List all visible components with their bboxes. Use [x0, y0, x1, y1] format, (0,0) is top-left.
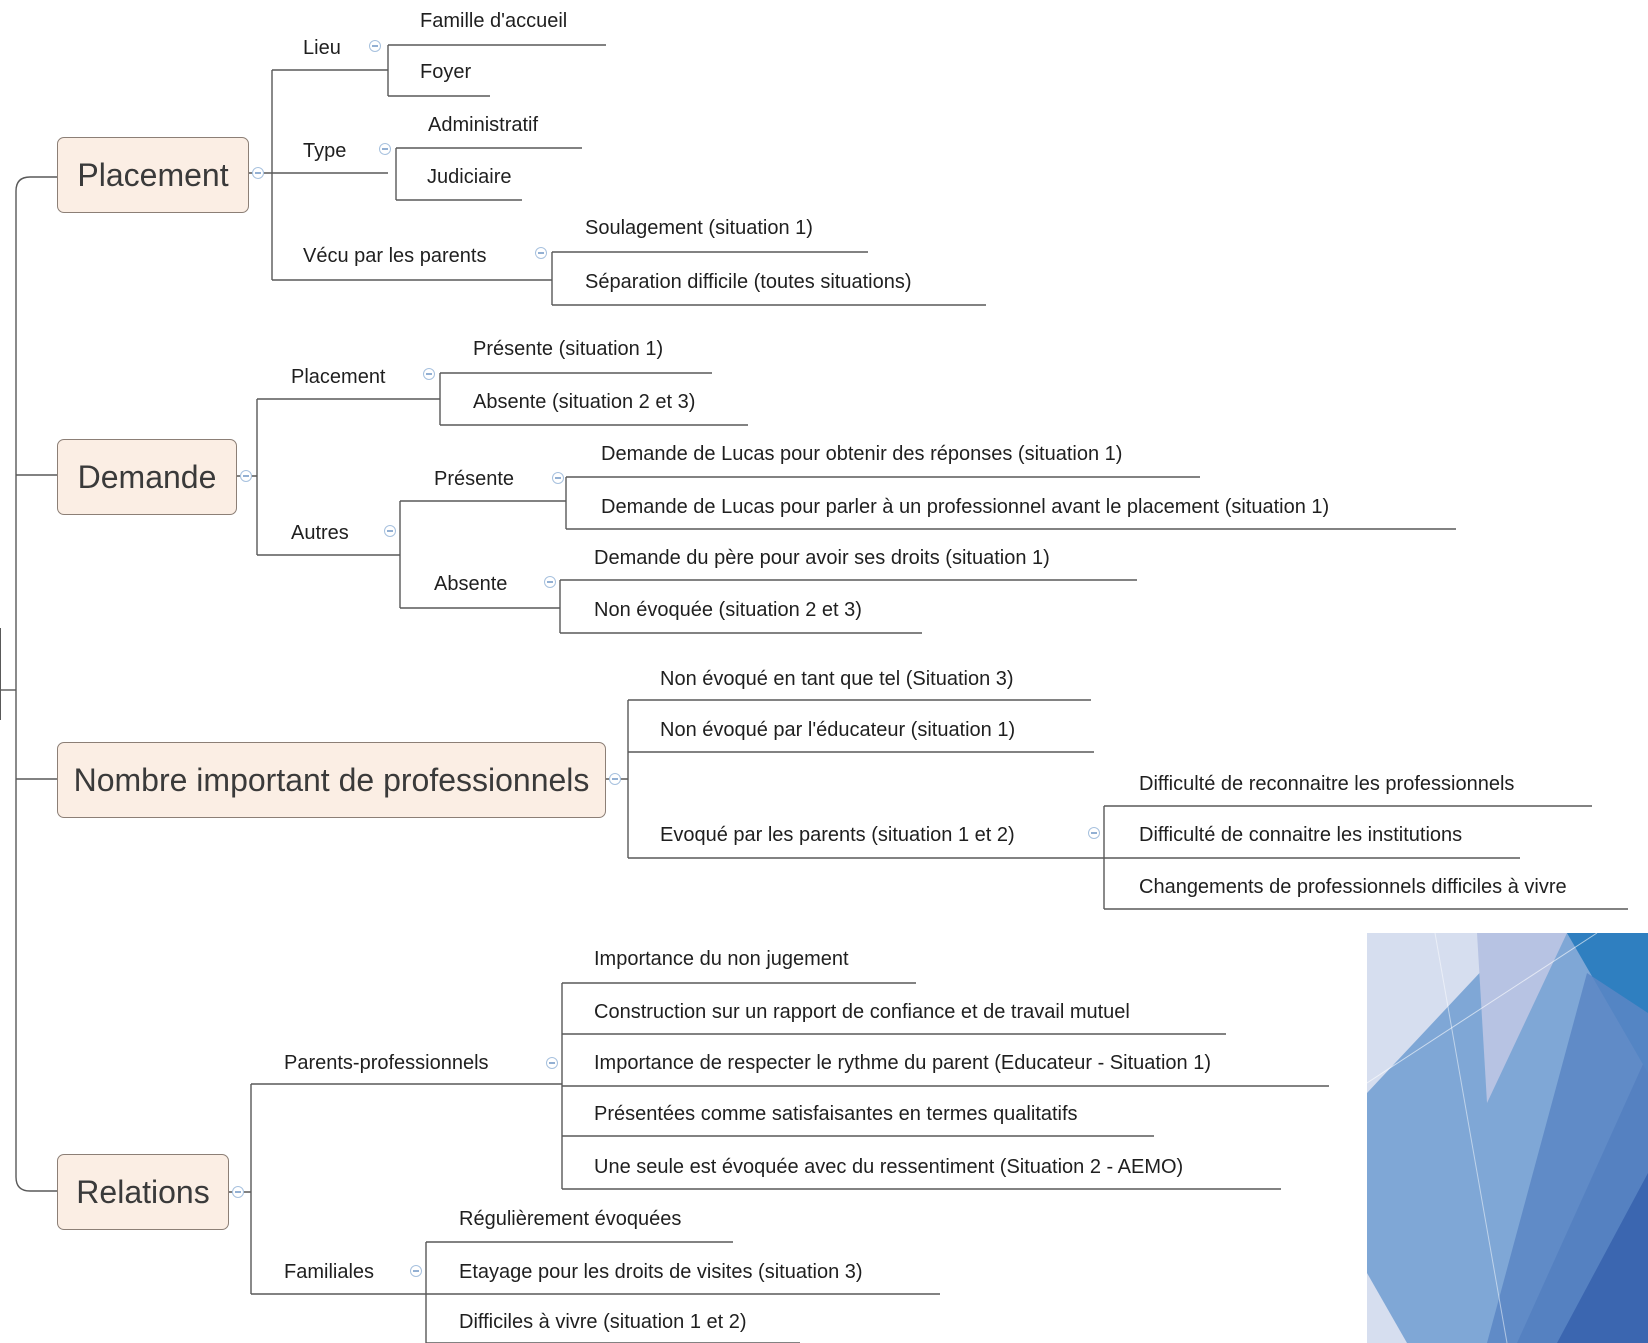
- collapse-toggle-icon[interactable]: [552, 472, 564, 484]
- collapse-toggle-icon[interactable]: [240, 470, 252, 482]
- collapse-toggle-icon[interactable]: [609, 773, 621, 785]
- node-lieu[interactable]: Lieu: [303, 37, 341, 59]
- node-demande-placement[interactable]: Placement: [291, 366, 386, 388]
- node-parents-professionnels[interactable]: Parents-professionnels: [284, 1052, 489, 1074]
- node-reconnaitre-pros[interactable]: Difficulté de reconnaitre les profession…: [1139, 773, 1515, 795]
- node-foyer[interactable]: Foyer: [420, 61, 472, 83]
- node-difficiles-vivre[interactable]: Difficiles à vivre (situation 1 et 2): [459, 1311, 747, 1333]
- collapse-toggle-icon[interactable]: [252, 167, 264, 179]
- node-separation-difficile[interactable]: Séparation difficile (toutes situations): [585, 271, 912, 293]
- node-confiance[interactable]: Construction sur un rapport de confiance…: [594, 1001, 1130, 1023]
- node-non-evoque-educateur[interactable]: Non évoqué par l'éducateur (situation 1): [660, 719, 1016, 741]
- topic-nombre-important[interactable]: Nombre important de professionnels: [57, 742, 606, 818]
- collapse-toggle-icon[interactable]: [544, 576, 556, 588]
- collapse-toggle-icon[interactable]: [410, 1265, 422, 1277]
- node-regulierement[interactable]: Régulièrement évoquées: [459, 1208, 682, 1230]
- topic-label: Relations: [76, 1173, 210, 1210]
- node-lucas-parler[interactable]: Demande de Lucas pour parler à un profes…: [601, 496, 1330, 518]
- node-administratif[interactable]: Administratif: [428, 114, 539, 136]
- node-satisfaisantes[interactable]: Présentées comme satisfaisantes en terme…: [594, 1103, 1078, 1125]
- node-type[interactable]: Type: [303, 140, 347, 162]
- topic-label: Nombre important de professionnels: [73, 761, 590, 798]
- node-familiales[interactable]: Familiales: [284, 1261, 375, 1283]
- collapse-toggle-icon[interactable]: [384, 525, 396, 537]
- collapse-toggle-icon[interactable]: [1088, 827, 1100, 839]
- collapse-toggle-icon[interactable]: [232, 1186, 244, 1198]
- node-famille-accueil[interactable]: Famille d'accueil: [420, 10, 568, 32]
- node-etayage[interactable]: Etayage pour les droits de visites (situ…: [459, 1261, 863, 1283]
- topic-demande[interactable]: Demande: [57, 439, 237, 515]
- node-soulagement[interactable]: Soulagement (situation 1): [585, 217, 813, 239]
- collapse-toggle-icon[interactable]: [535, 247, 547, 259]
- collapse-toggle-icon[interactable]: [423, 368, 435, 380]
- node-judiciaire[interactable]: Judiciaire: [427, 166, 512, 188]
- collapse-toggle-icon[interactable]: [546, 1057, 558, 1069]
- node-connaitre-institutions[interactable]: Difficulté de connaitre les institutions: [1139, 824, 1463, 846]
- node-non-evoque-tel[interactable]: Non évoqué en tant que tel (Situation 3): [660, 668, 1014, 690]
- collapse-toggle-icon[interactable]: [369, 40, 381, 52]
- node-non-evoquee[interactable]: Non évoquée (situation 2 et 3): [594, 599, 862, 621]
- node-autres[interactable]: Autres: [291, 522, 349, 544]
- node-rythme-parent[interactable]: Importance de respecter le rythme du par…: [594, 1052, 1211, 1074]
- node-changements-pros[interactable]: Changements de professionnels difficiles…: [1139, 876, 1567, 898]
- node-ressentiment[interactable]: Une seule est évoquée avec du ressentime…: [594, 1156, 1184, 1178]
- node-evoque-parents[interactable]: Evoqué par les parents (situation 1 et 2…: [660, 824, 1015, 846]
- node-autres-presente[interactable]: Présente: [434, 468, 515, 490]
- node-lucas-reponses[interactable]: Demande de Lucas pour obtenir des répons…: [601, 443, 1123, 465]
- topic-label: Demande: [77, 458, 217, 495]
- node-vecu-parents[interactable]: Vécu par les parents: [303, 245, 487, 267]
- collapse-toggle-icon[interactable]: [379, 143, 391, 155]
- topic-label: Placement: [77, 156, 229, 193]
- node-autres-absente[interactable]: Absente: [434, 573, 508, 595]
- node-absente-sit23[interactable]: Absente (situation 2 et 3): [473, 391, 696, 413]
- decorative-corner-graphic: [1367, 933, 1648, 1343]
- node-pere-droits[interactable]: Demande du père pour avoir ses droits (s…: [594, 547, 1050, 569]
- topic-placement[interactable]: Placement: [57, 137, 249, 213]
- topic-relations[interactable]: Relations: [57, 1154, 229, 1230]
- node-presente-sit1[interactable]: Présente (situation 1): [473, 338, 664, 360]
- node-non-jugement[interactable]: Importance du non jugement: [594, 948, 849, 970]
